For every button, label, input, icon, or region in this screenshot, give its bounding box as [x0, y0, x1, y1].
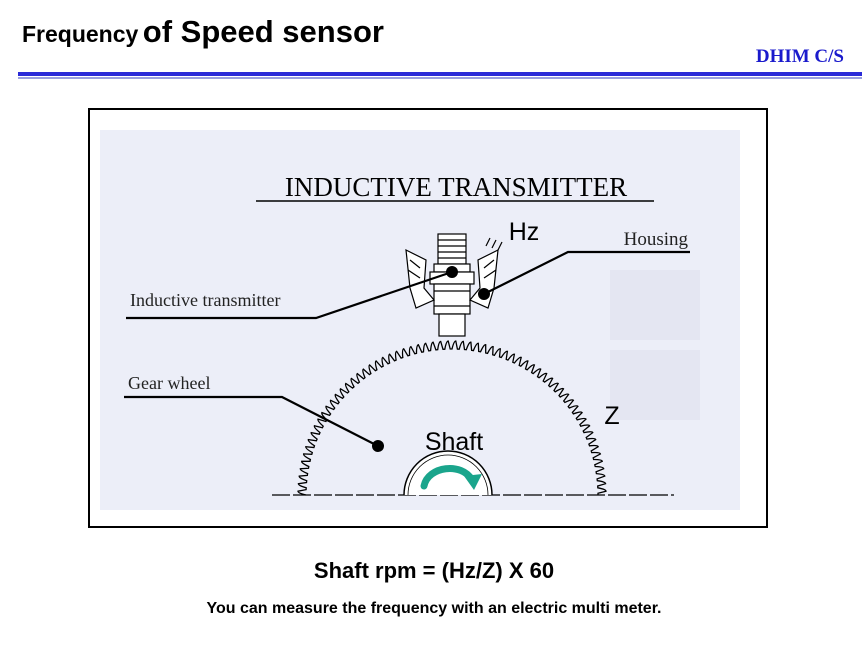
housing-leader — [483, 250, 690, 295]
panel-shade — [610, 350, 700, 420]
gear-teeth — [297, 340, 607, 496]
brand-label: DHIM C/S — [755, 46, 844, 67]
measurement-note: You can measure the frequency with an el… — [206, 600, 662, 617]
inductive-transmitter-leader — [126, 270, 453, 320]
z-label: Z — [604, 402, 619, 430]
diagram-heading: INDUCTIVE TRANSMITTER — [285, 172, 627, 202]
gear-wheel-label: Gear wheel — [128, 373, 210, 393]
rpm-formula: Shaft rpm = (Hz/Z) X 60 — [313, 558, 555, 583]
shaft-inner-ring — [407, 454, 489, 496]
diagram-frame: INDUCTIVE TRANSMITTER Shaft — [88, 108, 768, 528]
title-main: of Speed sensor — [142, 14, 384, 49]
page-title: Frequency of Speed sensor — [22, 14, 384, 50]
housing-dot — [478, 288, 490, 300]
gear-wheel-leader — [124, 395, 379, 447]
panel-shade — [610, 270, 700, 340]
inductive-transmitter-dot — [446, 266, 458, 278]
rotation-arrow-icon — [420, 465, 482, 490]
gear-wheel-dot — [372, 440, 384, 452]
hz-label: Hz — [509, 218, 540, 246]
inductive-transmitter-diagram: INDUCTIVE TRANSMITTER Shaft — [100, 130, 740, 510]
header-rule — [18, 72, 862, 76]
housing — [405, 237, 503, 309]
title-prefix: Frequency — [22, 21, 139, 47]
header-rule-shadow — [18, 77, 862, 79]
inductive-transmitter-label: Inductive transmitter — [130, 290, 280, 310]
gear-wheel — [297, 340, 607, 496]
shaft-label: Shaft — [425, 428, 483, 456]
housing-label: Housing — [624, 229, 689, 250]
